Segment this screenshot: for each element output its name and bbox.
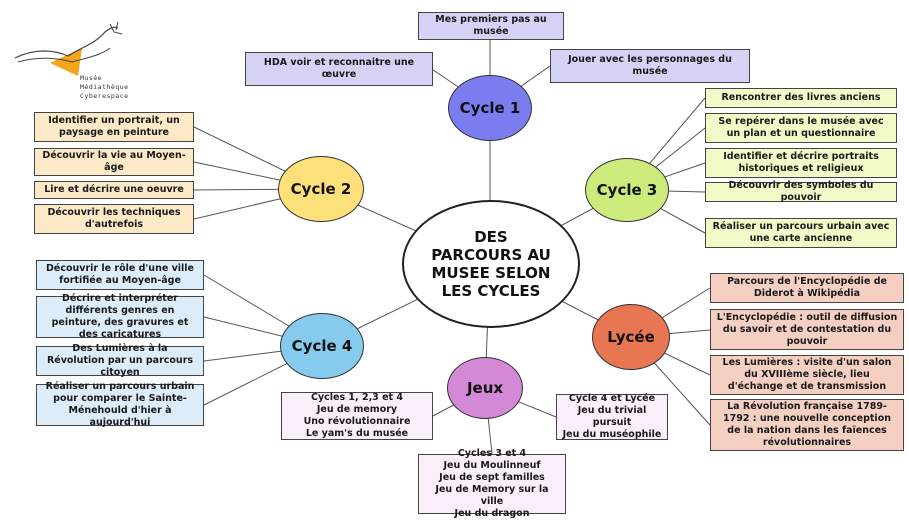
cycle4-item[interactable]: Découvrir le rôle d'une ville fortifiée …: [36, 260, 204, 290]
center-title: DES PARCOURS AU MUSEE SELON LES CYCLES: [431, 228, 551, 300]
logo-text: Musée Médiathèque Cyberespace: [80, 74, 129, 100]
cycle4-item[interactable]: Réaliser un parcours urbain pour compare…: [36, 381, 204, 428]
lycee-item[interactable]: La Révolution française 1789-1792 : une …: [710, 399, 904, 451]
lycee-hub: Lycée: [592, 304, 670, 370]
cycle2-item[interactable]: Découvrir la vie au Moyen-âge: [34, 148, 194, 176]
cycle3-item[interactable]: Identifier et décrire portraits historiq…: [705, 148, 897, 178]
center-title-circle: DES PARCOURS AU MUSEE SELON LES CYCLES: [402, 200, 580, 328]
cycle2-hub: Cycle 2: [278, 156, 364, 222]
jeux-item[interactable]: Cycle 4 et Lycée Jeu du trivial pursuit …: [556, 393, 668, 440]
cycle3-item[interactable]: Se repérer dans le musée avec un plan et…: [705, 113, 897, 143]
cycle3-item[interactable]: Réaliser un parcours urbain avec une car…: [705, 218, 897, 248]
jeux-label: Jeux: [466, 379, 504, 397]
lycee-item[interactable]: Les Lumières : visite d'un salon du XVII…: [710, 355, 904, 395]
cycle2-label: Cycle 2: [290, 180, 352, 198]
jeux-hub: Jeux: [447, 357, 523, 419]
cycle2-item[interactable]: Identifier un portrait, un paysage en pe…: [34, 112, 194, 142]
bird-logo-icon: [14, 21, 123, 76]
cycle3-item[interactable]: Rencontrer des livres anciens: [705, 88, 897, 108]
cycle2-item[interactable]: Lire et décrire une oeuvre: [34, 181, 194, 199]
cycle4-item[interactable]: Décrire et interpréter différents genres…: [36, 293, 204, 340]
museum-logo: Musée Médiathèque Cyberespace: [10, 18, 140, 108]
cycle4-hub: Cycle 4: [280, 313, 364, 379]
cycle1-item[interactable]: Mes premiers pas au musée: [418, 12, 564, 40]
jeux-item[interactable]: Cycles 1, 2,3 et 4 Jeu de memory Uno rév…: [281, 392, 433, 440]
cycle1-label: Cycle 1: [459, 99, 521, 117]
cycle1-hub: Cycle 1: [448, 75, 532, 141]
lycee-item[interactable]: Parcours de l'Encyclopédie de Diderot à …: [710, 273, 904, 303]
cycle1-item[interactable]: HDA voir et reconnaitre une œuvre: [245, 52, 433, 86]
cycle3-item[interactable]: Découvrir des symboles du pouvoir: [705, 180, 897, 203]
cycle1-item[interactable]: Jouer avec les personnages du musée: [550, 49, 750, 83]
cycle2-item[interactable]: Découvrir les techniques d'autrefois: [34, 204, 194, 234]
cycle4-label: Cycle 4: [291, 337, 353, 355]
cycle4-item[interactable]: Des Lumières à la Révolution par un parc…: [36, 343, 204, 378]
cycle3-label: Cycle 3: [596, 181, 658, 199]
lycee-item[interactable]: L'Encyclopédie : outil de diffusion du s…: [710, 309, 904, 350]
jeux-item[interactable]: Cycles 3 et 4 Jeu du Moulinneuf Jeu de s…: [418, 448, 566, 519]
cycle3-hub: Cycle 3: [585, 158, 669, 222]
lycee-label: Lycée: [607, 328, 655, 346]
